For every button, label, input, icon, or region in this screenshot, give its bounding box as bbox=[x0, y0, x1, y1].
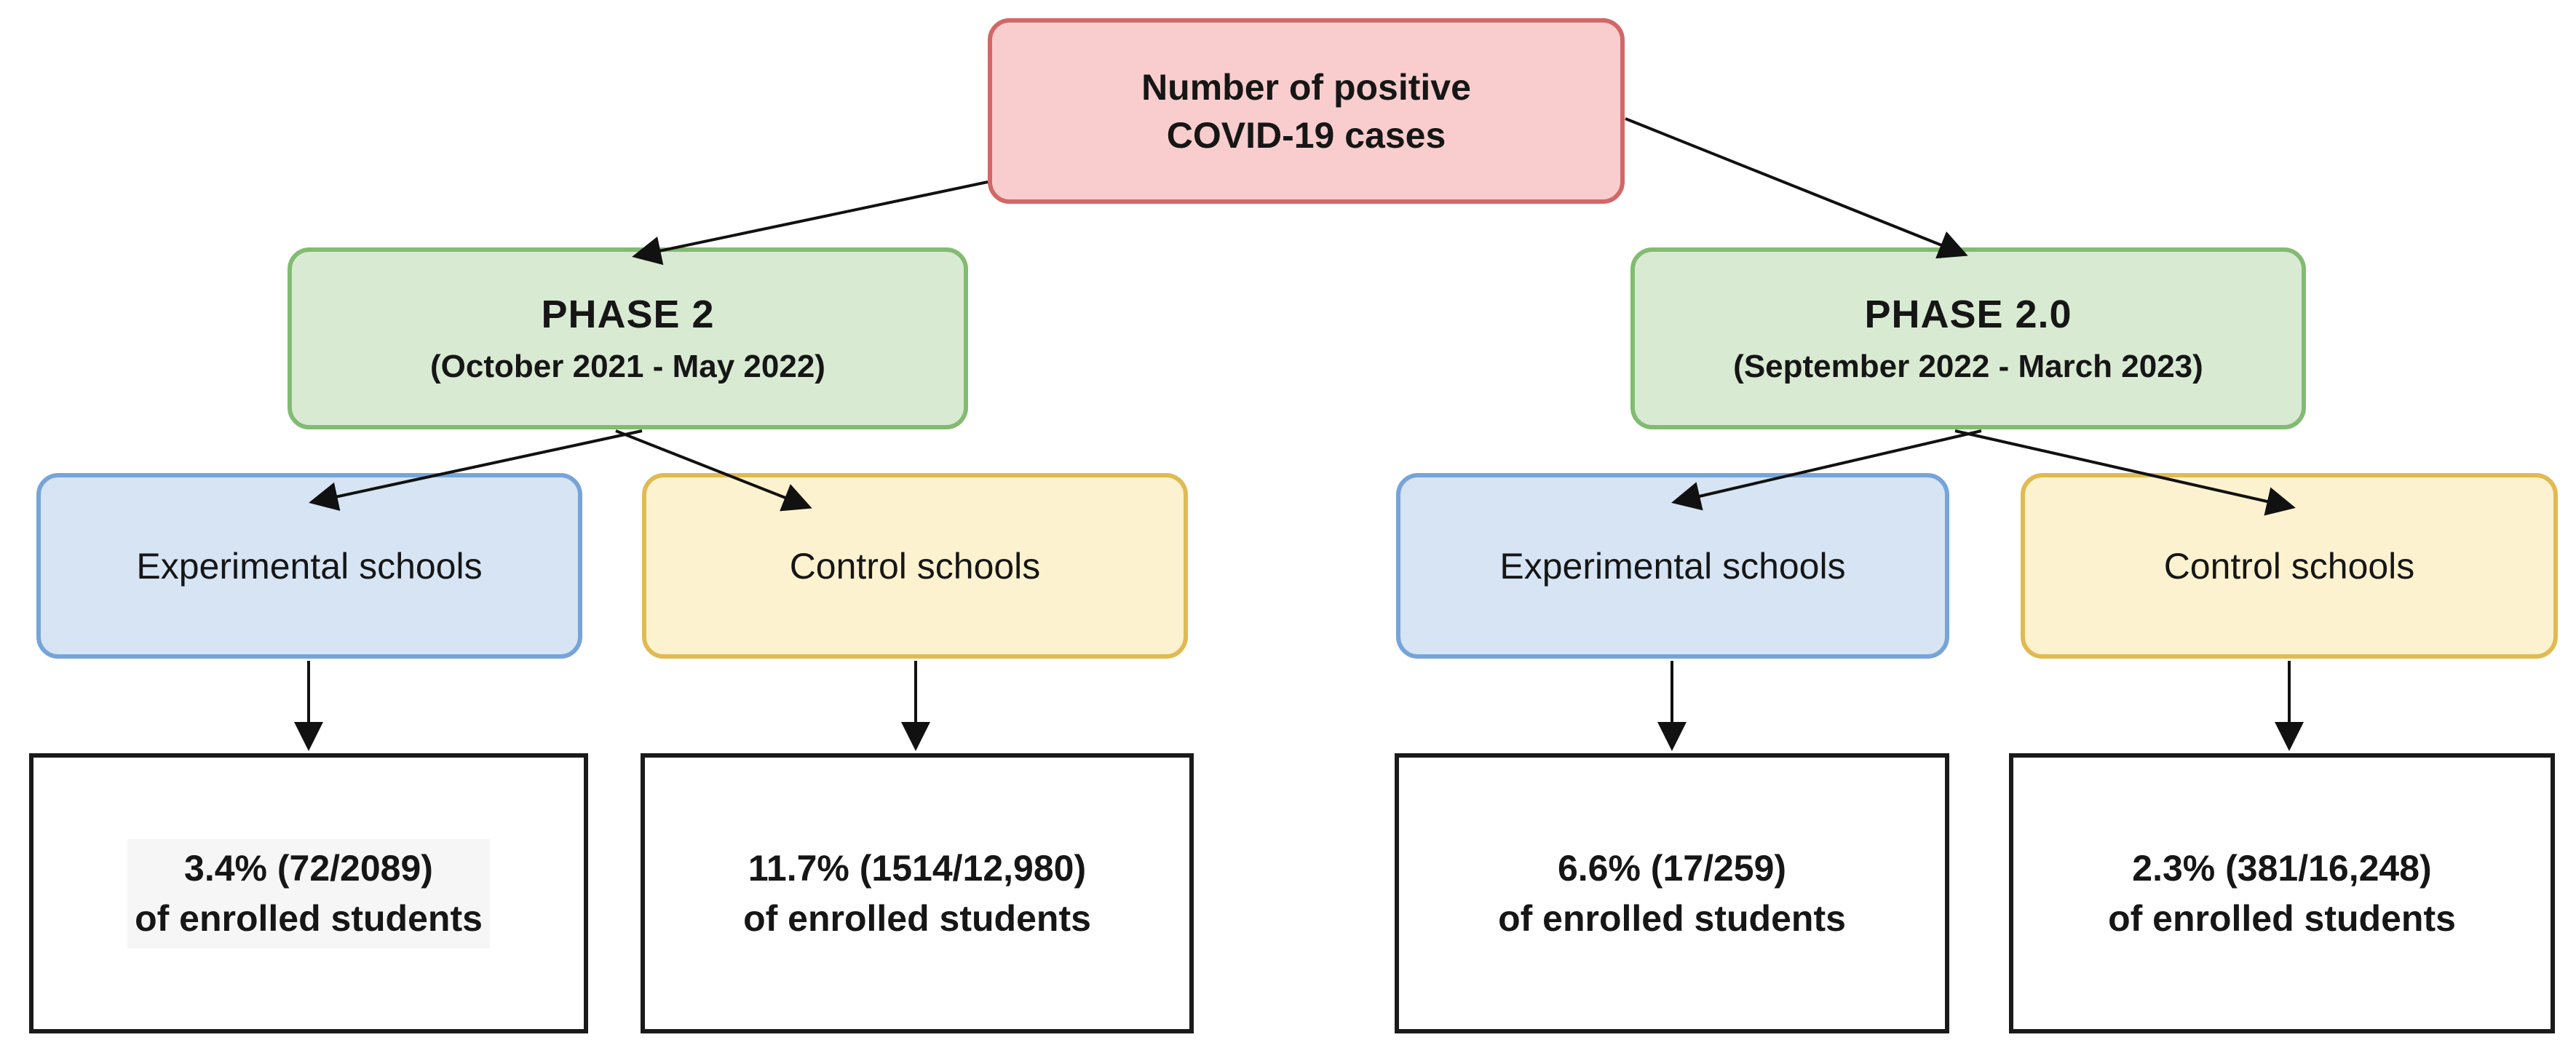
result-3-text: 6.6% (17/259) of enrolled students bbox=[1491, 839, 1853, 948]
result-4-value: 2.3% (381/16,248) bbox=[2132, 847, 2432, 889]
result-1-text: 3.4% (72/2089) of enrolled students bbox=[127, 838, 490, 948]
arrow-root-to-phase20 bbox=[1625, 117, 1968, 259]
control-schools-1-label: Control schools bbox=[789, 545, 1041, 587]
result-2-value: 11.7% (1514/12,980) bbox=[748, 847, 1087, 889]
root-label-line2: COVID-19 cases bbox=[1166, 114, 1446, 156]
phase20-subtitle: (September 2022 - March 2023) bbox=[1733, 349, 2203, 384]
node-root: Number of positive COVID-19 cases bbox=[988, 18, 1625, 204]
control-schools-2-label: Control schools bbox=[2163, 545, 2415, 587]
node-phase20: PHASE 2.0 (September 2022 - March 2023) bbox=[1630, 247, 2306, 429]
result-3-value: 6.6% (17/259) bbox=[1557, 847, 1787, 889]
phase2-subtitle: (October 2021 - May 2022) bbox=[430, 349, 825, 384]
phase20-title: PHASE 2.0 bbox=[1864, 293, 2072, 336]
result-1-value: 3.4% (72/2089) bbox=[184, 847, 433, 889]
node-control-schools-1: Control schools bbox=[642, 473, 1188, 659]
result-4-caption: of enrolled students bbox=[2108, 897, 2456, 939]
node-control-schools-2: Control schools bbox=[2021, 473, 2558, 659]
node-result-3: 6.6% (17/259) of enrolled students bbox=[1395, 753, 1949, 1033]
experimental-schools-2-label: Experimental schools bbox=[1499, 545, 1846, 587]
result-4-text: 2.3% (381/16,248) of enrolled students bbox=[2101, 839, 2463, 948]
experimental-schools-1-label: Experimental schools bbox=[136, 545, 483, 587]
node-phase2: PHASE 2 (October 2021 - May 2022) bbox=[288, 247, 968, 429]
phase2-title: PHASE 2 bbox=[541, 293, 715, 336]
arrow-root-to-phase2 bbox=[632, 180, 988, 266]
node-result-4: 2.3% (381/16,248) of enrolled students bbox=[2009, 753, 2555, 1033]
result-2-text: 11.7% (1514/12,980) of enrolled students bbox=[736, 839, 1098, 948]
node-result-1: 3.4% (72/2089) of enrolled students bbox=[29, 753, 588, 1033]
root-label-line1: Number of positive bbox=[1141, 66, 1471, 108]
node-experimental-schools-2: Experimental schools bbox=[1396, 473, 1949, 659]
result-3-caption: of enrolled students bbox=[1498, 897, 1846, 939]
result-1-caption: of enrolled students bbox=[135, 897, 483, 939]
node-experimental-schools-1: Experimental schools bbox=[36, 473, 582, 659]
node-result-2: 11.7% (1514/12,980) of enrolled students bbox=[641, 753, 1194, 1033]
result-2-caption: of enrolled students bbox=[743, 897, 1091, 939]
